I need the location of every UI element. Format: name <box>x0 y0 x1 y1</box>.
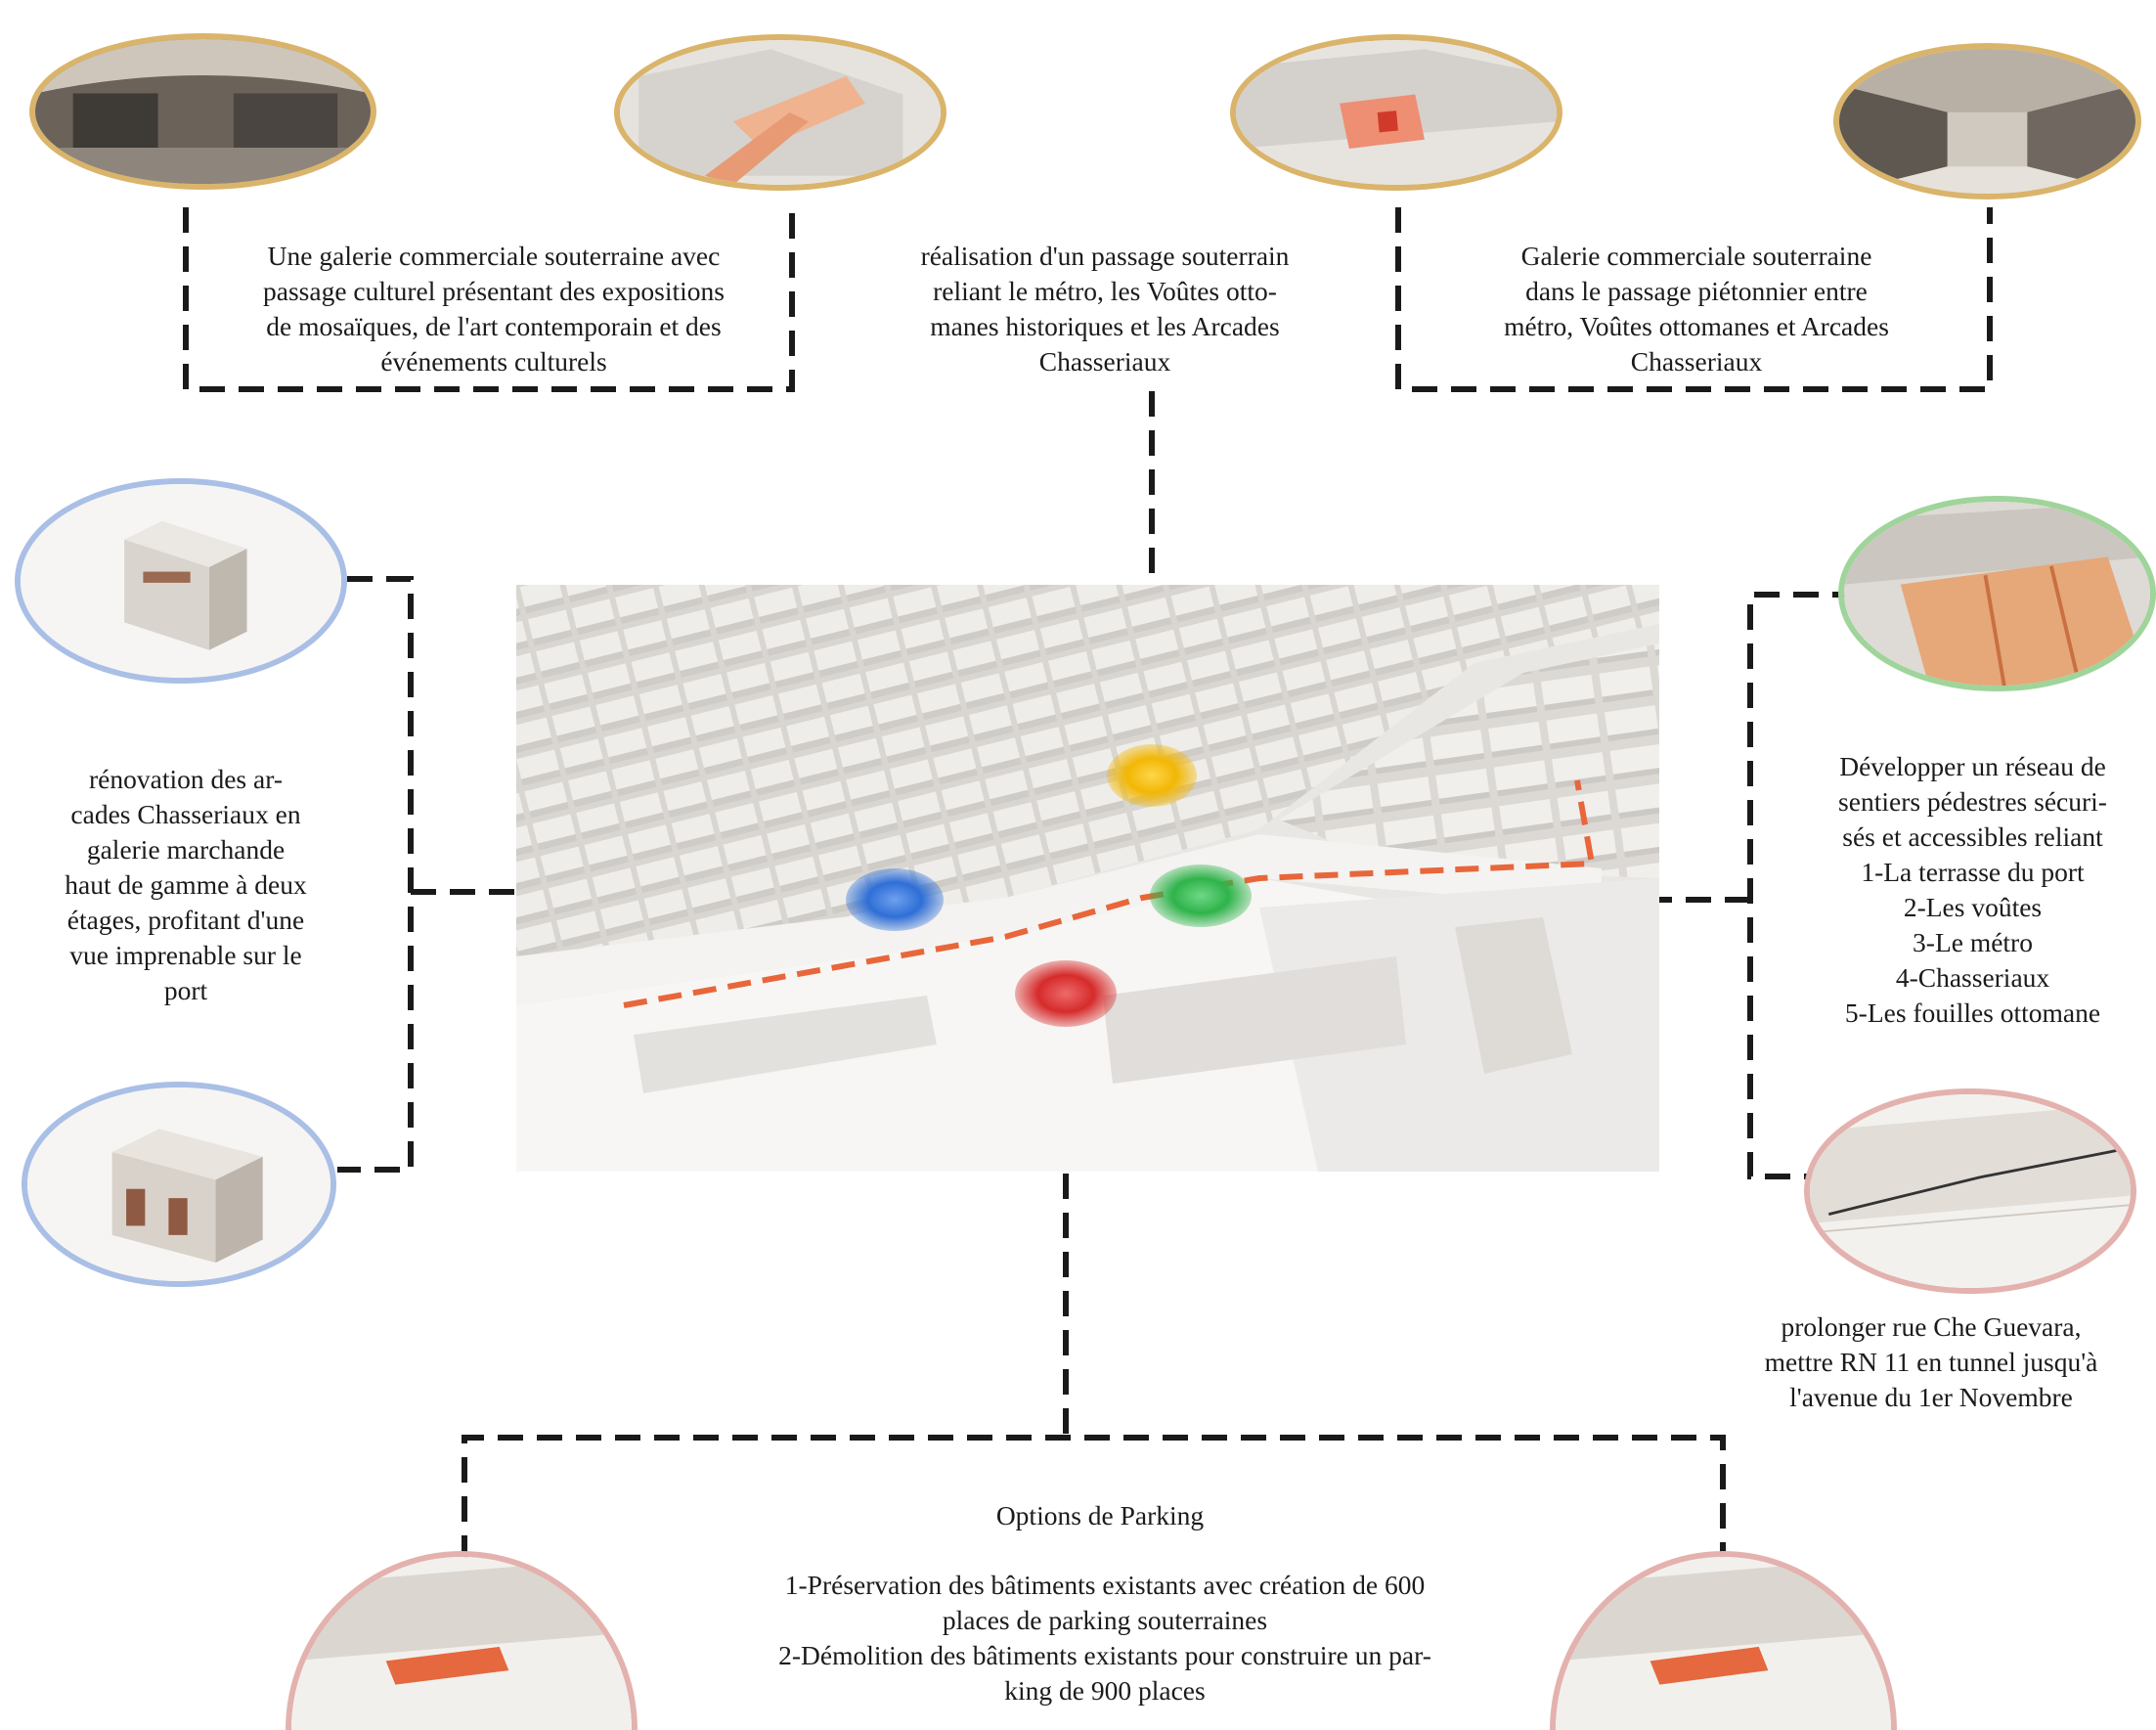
central-site-model <box>516 585 1659 1172</box>
thumbnail-ottoman-excavations <box>1838 496 2156 691</box>
connector-right-bracket <box>1747 592 1858 1179</box>
thumbnail-rn11-tunnel-plan <box>1804 1088 2136 1294</box>
caption-arcades-renovation: rénovation des ar- cades Chasseriaux en … <box>65 764 307 1005</box>
thumbnail-pedestrian-corridor <box>1833 43 2141 200</box>
caption-che-guevara-tunnel: prolonger rue Che Guevara, mettre RN 11 … <box>1764 1311 2098 1412</box>
connector-top-left-bracket <box>183 207 795 392</box>
thumbnail-arcades-axonometric-2 <box>22 1082 336 1287</box>
connector-left-bracket <box>337 576 414 1173</box>
parking-title: Options de Parking <box>995 1500 1205 1530</box>
connector-bottom-bracket <box>462 1435 1726 1561</box>
thumbnail-passage-plan <box>614 34 946 191</box>
thumbnail-voutes-site <box>1230 34 1562 191</box>
caption-parking-options: 1-Préservation des bâtiments existants a… <box>778 1570 1431 1706</box>
caption-pedestrian-network: Développer un réseau de sentiers pédestr… <box>1838 751 2107 1028</box>
caption-pedestrian-gallery: Galerie commerciale souterraine dans le … <box>1504 241 1889 377</box>
connector-top-right-bracket <box>1395 207 1993 392</box>
thumbnail-underground-gallery-interior <box>29 33 376 190</box>
thumbnail-arcades-axonometric-1 <box>15 478 347 684</box>
caption-underground-gallery-cultural: Une galerie commerciale souterraine avec… <box>263 241 725 377</box>
caption-underground-passage: réalisation d'un passage souterrain reli… <box>920 241 1290 377</box>
